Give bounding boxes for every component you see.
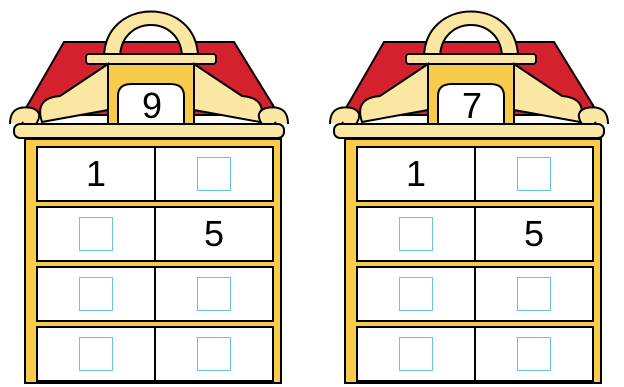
cell-right[interactable]: [474, 328, 592, 380]
cell-left[interactable]: [358, 268, 474, 320]
cell-left[interactable]: [358, 208, 474, 260]
row-4: [36, 326, 274, 382]
cell-right[interactable]: [474, 268, 592, 320]
row-2: 5: [356, 206, 594, 262]
row-2: 5: [36, 206, 274, 262]
answer-box[interactable]: [399, 217, 433, 251]
cell-right[interactable]: [154, 328, 272, 380]
answer-box[interactable]: [399, 277, 433, 311]
answer-box[interactable]: [197, 157, 231, 191]
roof-number: 9: [124, 83, 180, 129]
answer-box[interactable]: [197, 337, 231, 371]
roof-number: 7: [444, 83, 500, 129]
number-house-2: 7 1 5: [324, 0, 614, 387]
cell-right[interactable]: [154, 268, 272, 320]
cell-left[interactable]: [38, 268, 154, 320]
answer-box[interactable]: [517, 277, 551, 311]
cell-left[interactable]: [38, 328, 154, 380]
cell-left[interactable]: [38, 208, 154, 260]
cell-left: 1: [38, 148, 154, 200]
cell-right: 5: [474, 208, 592, 260]
answer-box[interactable]: [79, 217, 113, 251]
row-1: 1: [36, 146, 274, 202]
cell-left: 1: [358, 148, 474, 200]
cell-right: 5: [154, 208, 272, 260]
row-4: [356, 326, 594, 382]
answer-box[interactable]: [399, 337, 433, 371]
house-body: 1 5: [344, 138, 602, 384]
row-3: [356, 266, 594, 322]
answer-box[interactable]: [79, 277, 113, 311]
house-body: 1 5: [24, 138, 282, 384]
number-house-1: 9 1 5: [4, 0, 294, 387]
row-1: 1: [356, 146, 594, 202]
answer-box[interactable]: [79, 337, 113, 371]
cell-left[interactable]: [358, 328, 474, 380]
row-3: [36, 266, 274, 322]
answer-box[interactable]: [197, 277, 231, 311]
answer-box[interactable]: [517, 157, 551, 191]
cell-right[interactable]: [154, 148, 272, 200]
answer-box[interactable]: [517, 337, 551, 371]
cell-right[interactable]: [474, 148, 592, 200]
